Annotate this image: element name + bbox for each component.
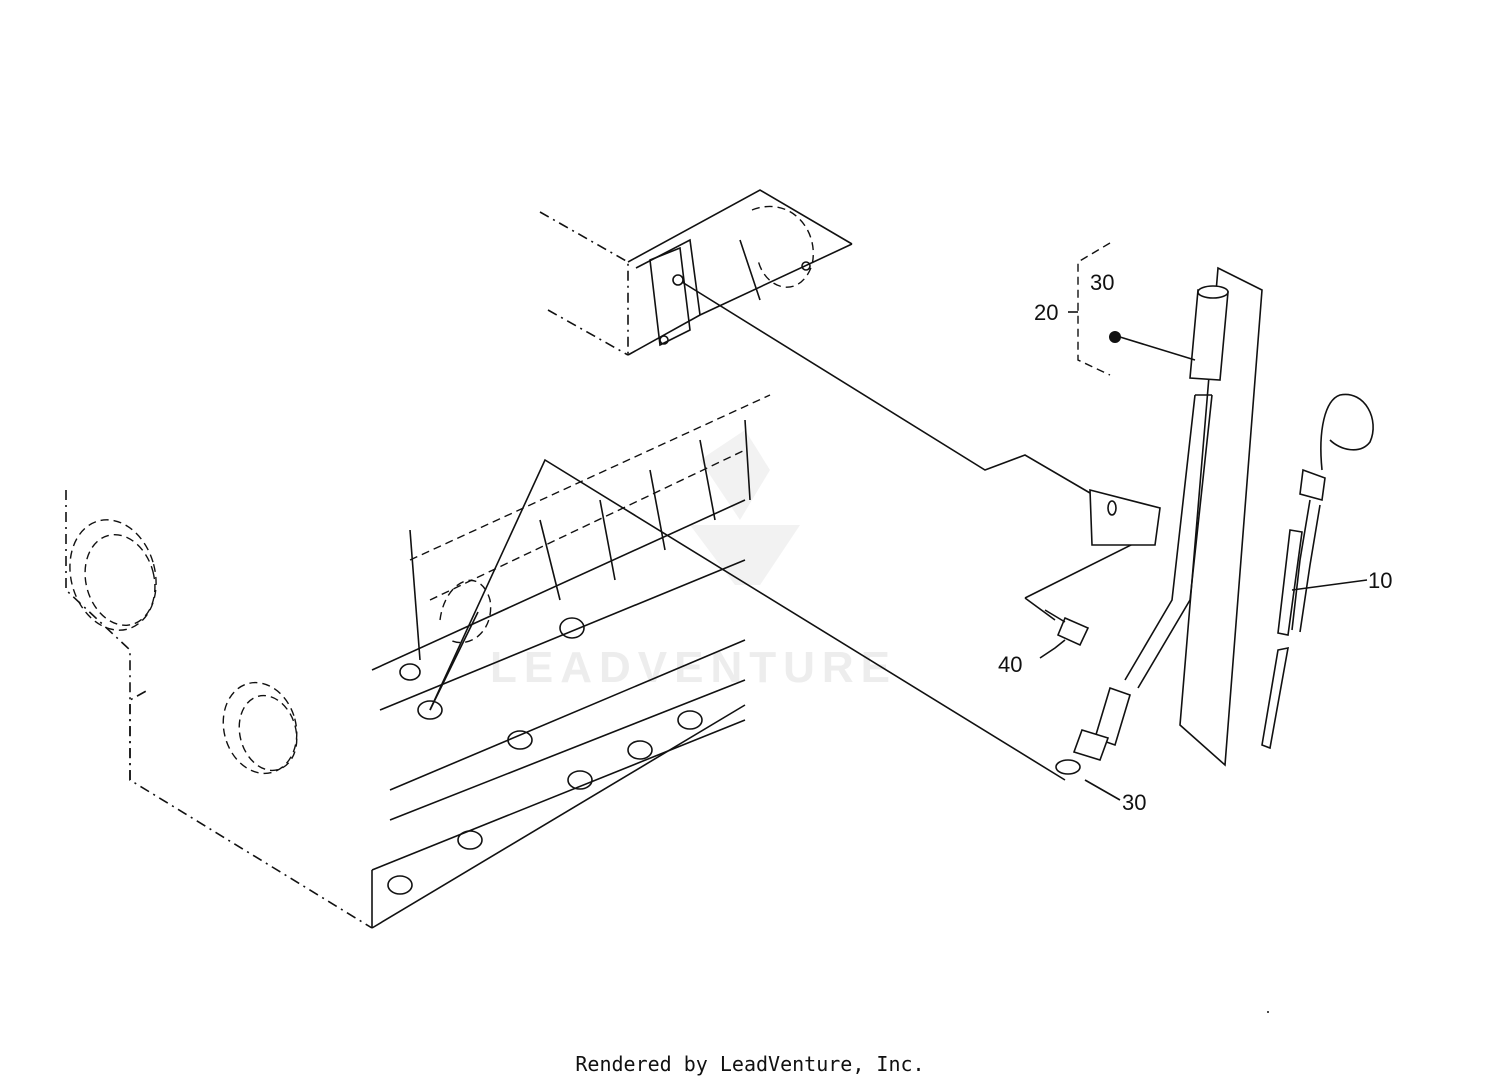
dipstick-tube-assembly xyxy=(1055,266,1263,775)
dipstick xyxy=(1261,393,1374,750)
upper-housing xyxy=(539,189,853,356)
callout-20: 20 xyxy=(1034,300,1058,325)
leader-lines xyxy=(429,281,1146,781)
footer-credit: Rendered by LeadVenture, Inc. xyxy=(575,1052,925,1076)
leader-30-bottom xyxy=(1084,779,1121,801)
callout-30-bottom: 30 xyxy=(1122,790,1146,815)
block-bosses xyxy=(387,617,703,895)
watermark-chevron-icon xyxy=(690,525,800,585)
callout-bracket xyxy=(1068,242,1111,376)
stray-dot xyxy=(1267,1011,1269,1013)
callout-40: 40 xyxy=(998,652,1022,677)
watermark: LEADVENTURE xyxy=(490,430,897,692)
engine-block xyxy=(65,394,771,929)
oring-top-dot xyxy=(1109,331,1121,343)
leader-10 xyxy=(1291,579,1368,591)
oring-bottom-part xyxy=(1055,759,1081,775)
watermark-text: LEADVENTURE xyxy=(490,643,897,692)
callout-30-top: 30 xyxy=(1090,270,1114,295)
watermark-flame-icon xyxy=(700,430,770,520)
cap-screw xyxy=(1039,609,1090,659)
callout-10: 10 xyxy=(1368,568,1392,593)
